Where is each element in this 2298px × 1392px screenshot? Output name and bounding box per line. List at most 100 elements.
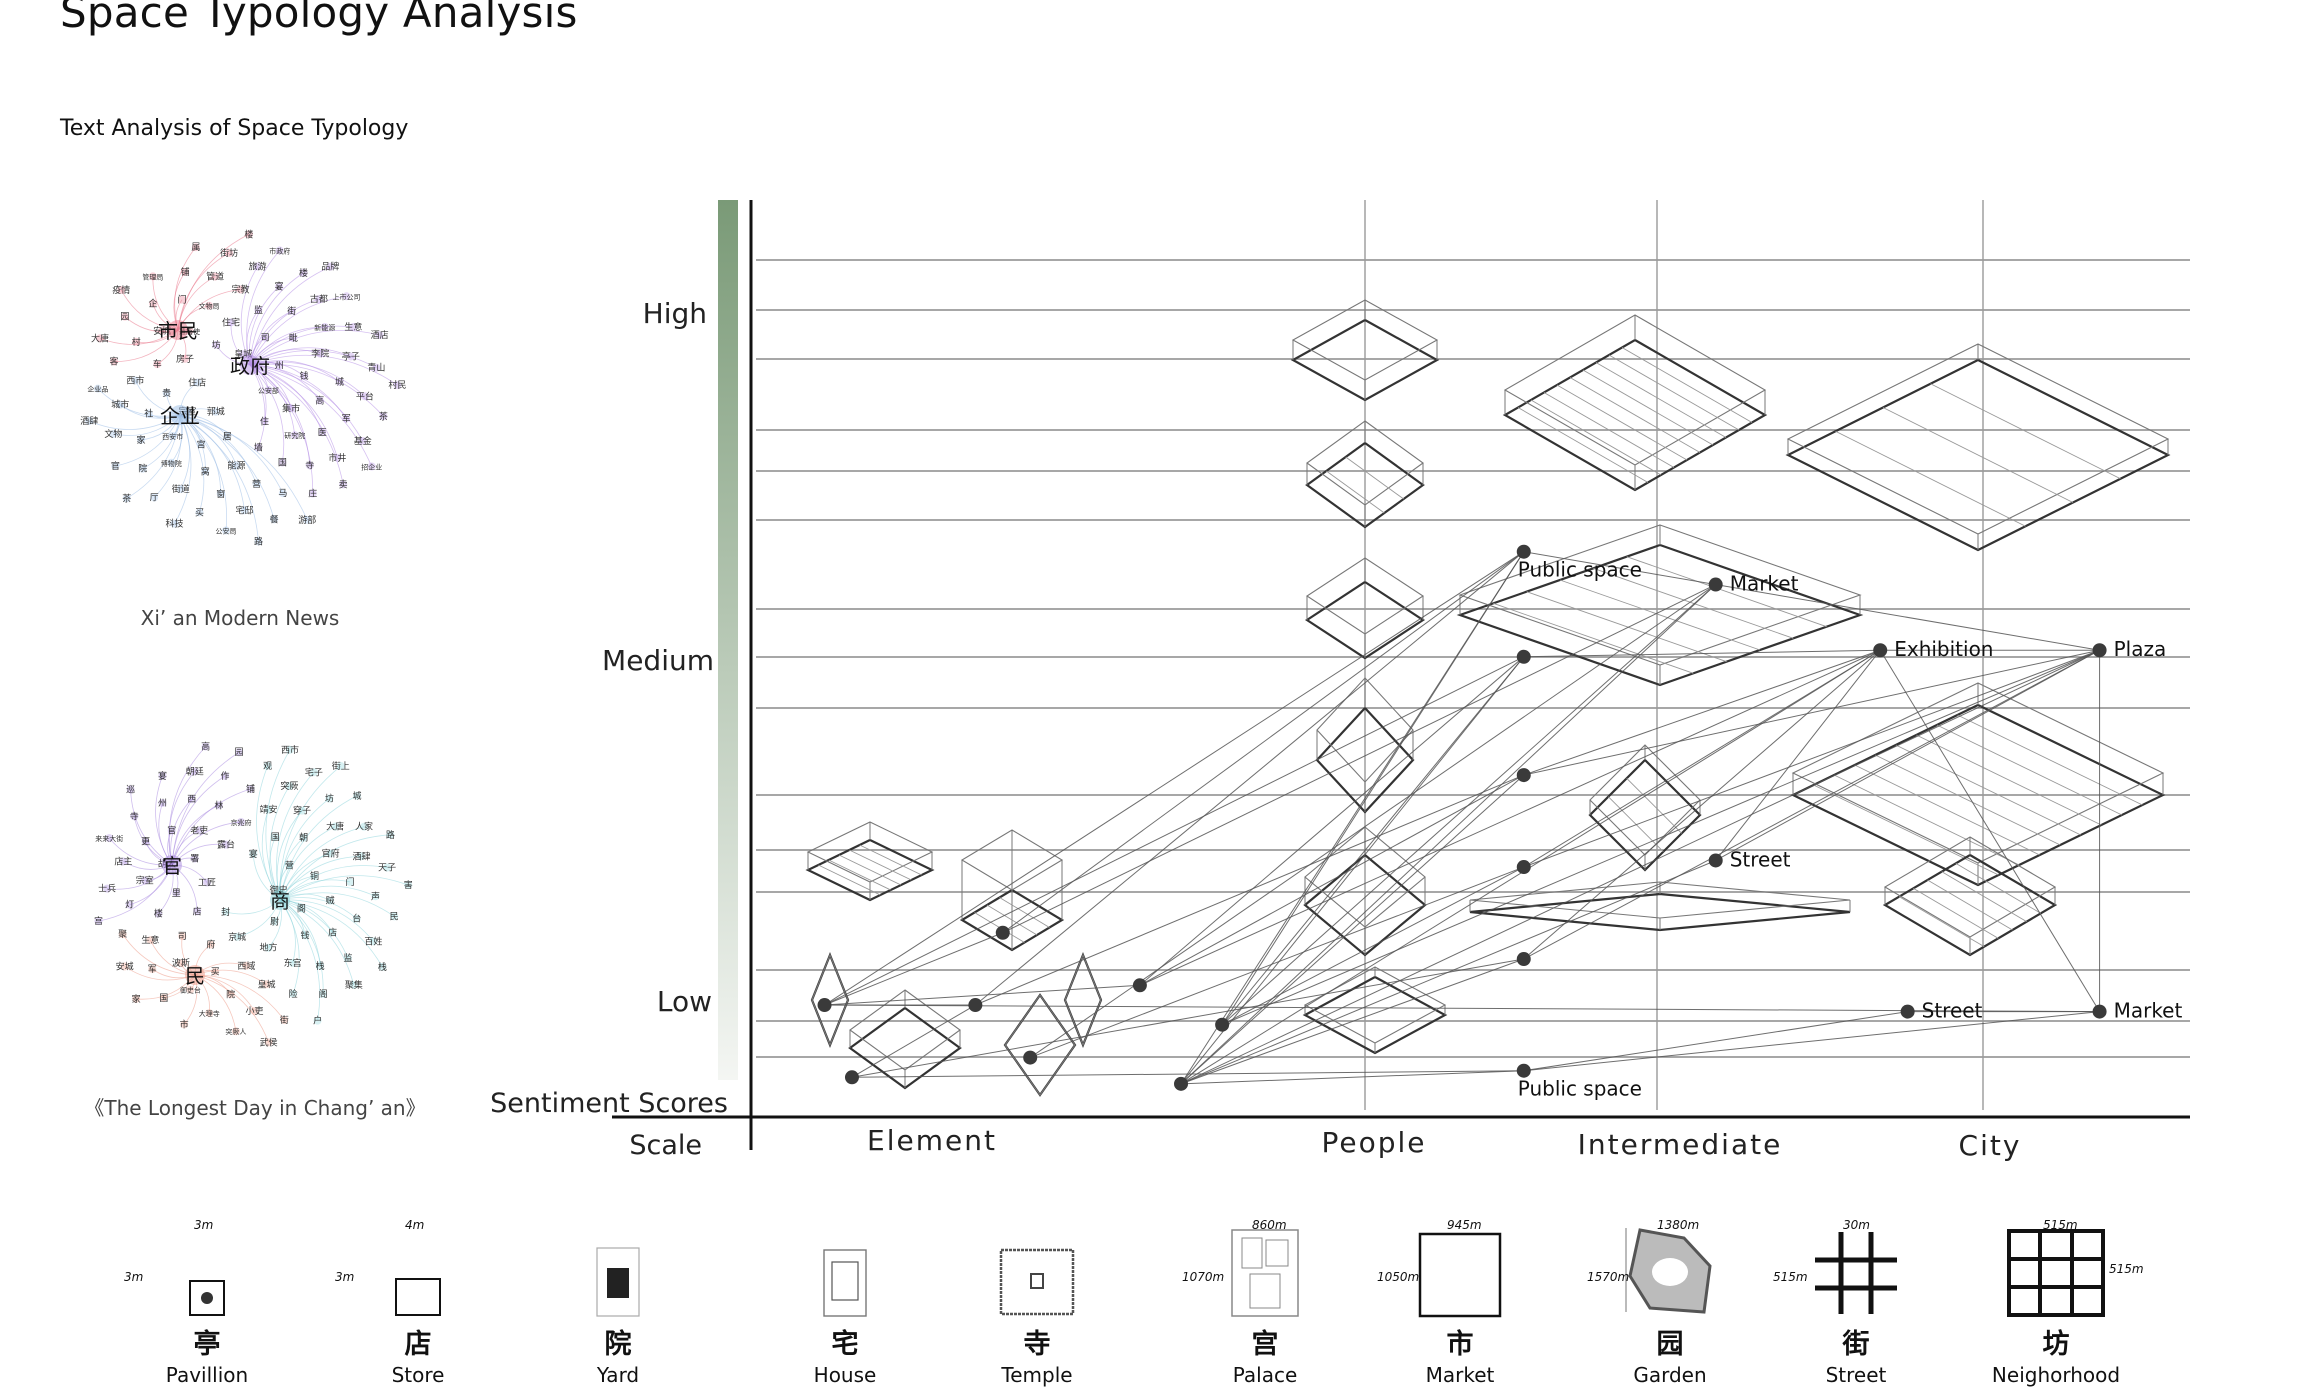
network-term: 城市 xyxy=(111,399,129,411)
network-term: 宴 xyxy=(158,770,167,782)
network-term: 露台 xyxy=(217,839,235,851)
network-node xyxy=(349,323,358,332)
sentiment-gradient-bar xyxy=(718,200,738,1080)
network-node xyxy=(367,462,376,471)
network-term: 卖 xyxy=(339,479,348,490)
network-hub-label: 企业 xyxy=(160,404,200,428)
network-node xyxy=(254,443,263,452)
network-link xyxy=(249,325,354,366)
legend-english-label: Market xyxy=(1425,1363,1495,1387)
network-link xyxy=(174,414,192,524)
network-node xyxy=(132,337,141,346)
pavilion-plan-icon xyxy=(132,1222,282,1318)
network-term: 疫情 xyxy=(112,284,130,296)
network-node xyxy=(263,761,272,770)
network-term: 科技 xyxy=(166,518,184,530)
building-sketch xyxy=(1502,314,1768,492)
link-p12-p1 xyxy=(824,551,1525,1006)
network-term: 官府 xyxy=(322,847,340,859)
network-node xyxy=(326,896,335,905)
network-term: 文物局 xyxy=(199,302,220,311)
network-node xyxy=(303,515,312,524)
network-link xyxy=(279,798,330,901)
network-term: 基金 xyxy=(354,435,372,447)
data-point-p20 xyxy=(1174,1076,1189,1091)
network-node xyxy=(221,771,230,780)
network-link xyxy=(240,266,258,366)
network-link xyxy=(279,795,358,901)
network-term: 市政府 xyxy=(269,247,290,256)
network-link xyxy=(279,834,391,901)
network-term: 遣唐使 xyxy=(179,327,200,336)
legend-dimension-width: 4m xyxy=(405,1218,425,1232)
network-node xyxy=(288,958,297,967)
network-node xyxy=(201,467,210,476)
network-node xyxy=(195,508,204,517)
data-point-p2 xyxy=(1708,577,1723,592)
legend-chinese-label: 坊 xyxy=(2042,1329,2070,1360)
section-title: Text Analysis of Space Typology xyxy=(60,116,409,141)
point-label-p15: Market xyxy=(2114,999,2183,1023)
store-plan-icon xyxy=(343,1222,493,1318)
network-term: 州 xyxy=(275,361,284,372)
network-term: 市 xyxy=(180,1018,189,1030)
link-p12-p3 xyxy=(824,656,1524,1006)
link-p16-p5 xyxy=(1221,649,2100,1026)
network-link xyxy=(249,295,347,366)
network-link xyxy=(168,746,206,866)
network-term: 贼 xyxy=(326,895,335,907)
network-link xyxy=(171,788,251,866)
network-term: 民 xyxy=(390,911,399,922)
network-node xyxy=(180,1020,189,1029)
network-node xyxy=(390,912,399,921)
network-term: 大唐 xyxy=(91,332,109,344)
word-network-xian-news: 公安部郭城皇城住住店州居坊集市宗室司墙房子钱宫住宅研究院贵毗能源遣唐使高西安市监… xyxy=(80,228,406,548)
link-p20-p18 xyxy=(1180,1070,1524,1085)
link-p20-p1 xyxy=(1180,551,1525,1085)
network-node xyxy=(172,888,181,897)
network-term: 路 xyxy=(254,536,263,548)
network-node xyxy=(125,900,134,909)
link-p8-p4 xyxy=(1715,649,1881,861)
network-link xyxy=(249,364,373,467)
network-term: 东宫 xyxy=(284,957,302,969)
network-term: 军 xyxy=(148,964,157,975)
network-node xyxy=(221,840,230,849)
network-node xyxy=(168,431,177,440)
network-link xyxy=(126,414,181,499)
network-term: 住 xyxy=(260,415,269,427)
network-term: 士兵 xyxy=(98,883,116,895)
network-term: 皇城 xyxy=(258,978,276,990)
data-point-p3 xyxy=(1516,649,1531,664)
x-tick-city: City xyxy=(1959,1129,2022,1162)
building-sketch xyxy=(1785,343,2171,552)
network-term: 亭子 xyxy=(342,350,360,362)
network-term: 青山 xyxy=(367,362,385,374)
data-point-p5 xyxy=(2092,643,2107,658)
network-node xyxy=(235,748,244,757)
network-term: 院 xyxy=(226,988,235,1000)
network-node xyxy=(144,409,153,418)
building-sketches xyxy=(805,299,2171,1097)
network-node xyxy=(96,334,105,343)
network-link xyxy=(279,826,365,901)
network-node xyxy=(211,272,220,281)
link-p10-p4 xyxy=(1523,649,1881,960)
network-term: 铺 xyxy=(246,783,255,795)
horizontal-gridlines xyxy=(756,259,2190,1058)
network-node xyxy=(264,386,273,394)
data-point-p13 xyxy=(968,998,983,1013)
point-label-p5: Plaza xyxy=(2114,637,2167,661)
network-term: 巡 xyxy=(126,784,135,795)
network-node xyxy=(236,285,245,294)
network-node xyxy=(333,453,342,462)
legend-english-label: Pavillion xyxy=(165,1363,249,1387)
network-hub-label: 商 xyxy=(270,889,290,913)
network-node xyxy=(336,762,345,771)
network-link xyxy=(279,855,362,901)
network-hub-node xyxy=(240,355,260,375)
network-term: 房子 xyxy=(176,353,194,365)
legend-english-label: Yard xyxy=(596,1363,640,1387)
network-term: 集市 xyxy=(282,402,300,414)
network-term: 宴 xyxy=(249,848,258,860)
